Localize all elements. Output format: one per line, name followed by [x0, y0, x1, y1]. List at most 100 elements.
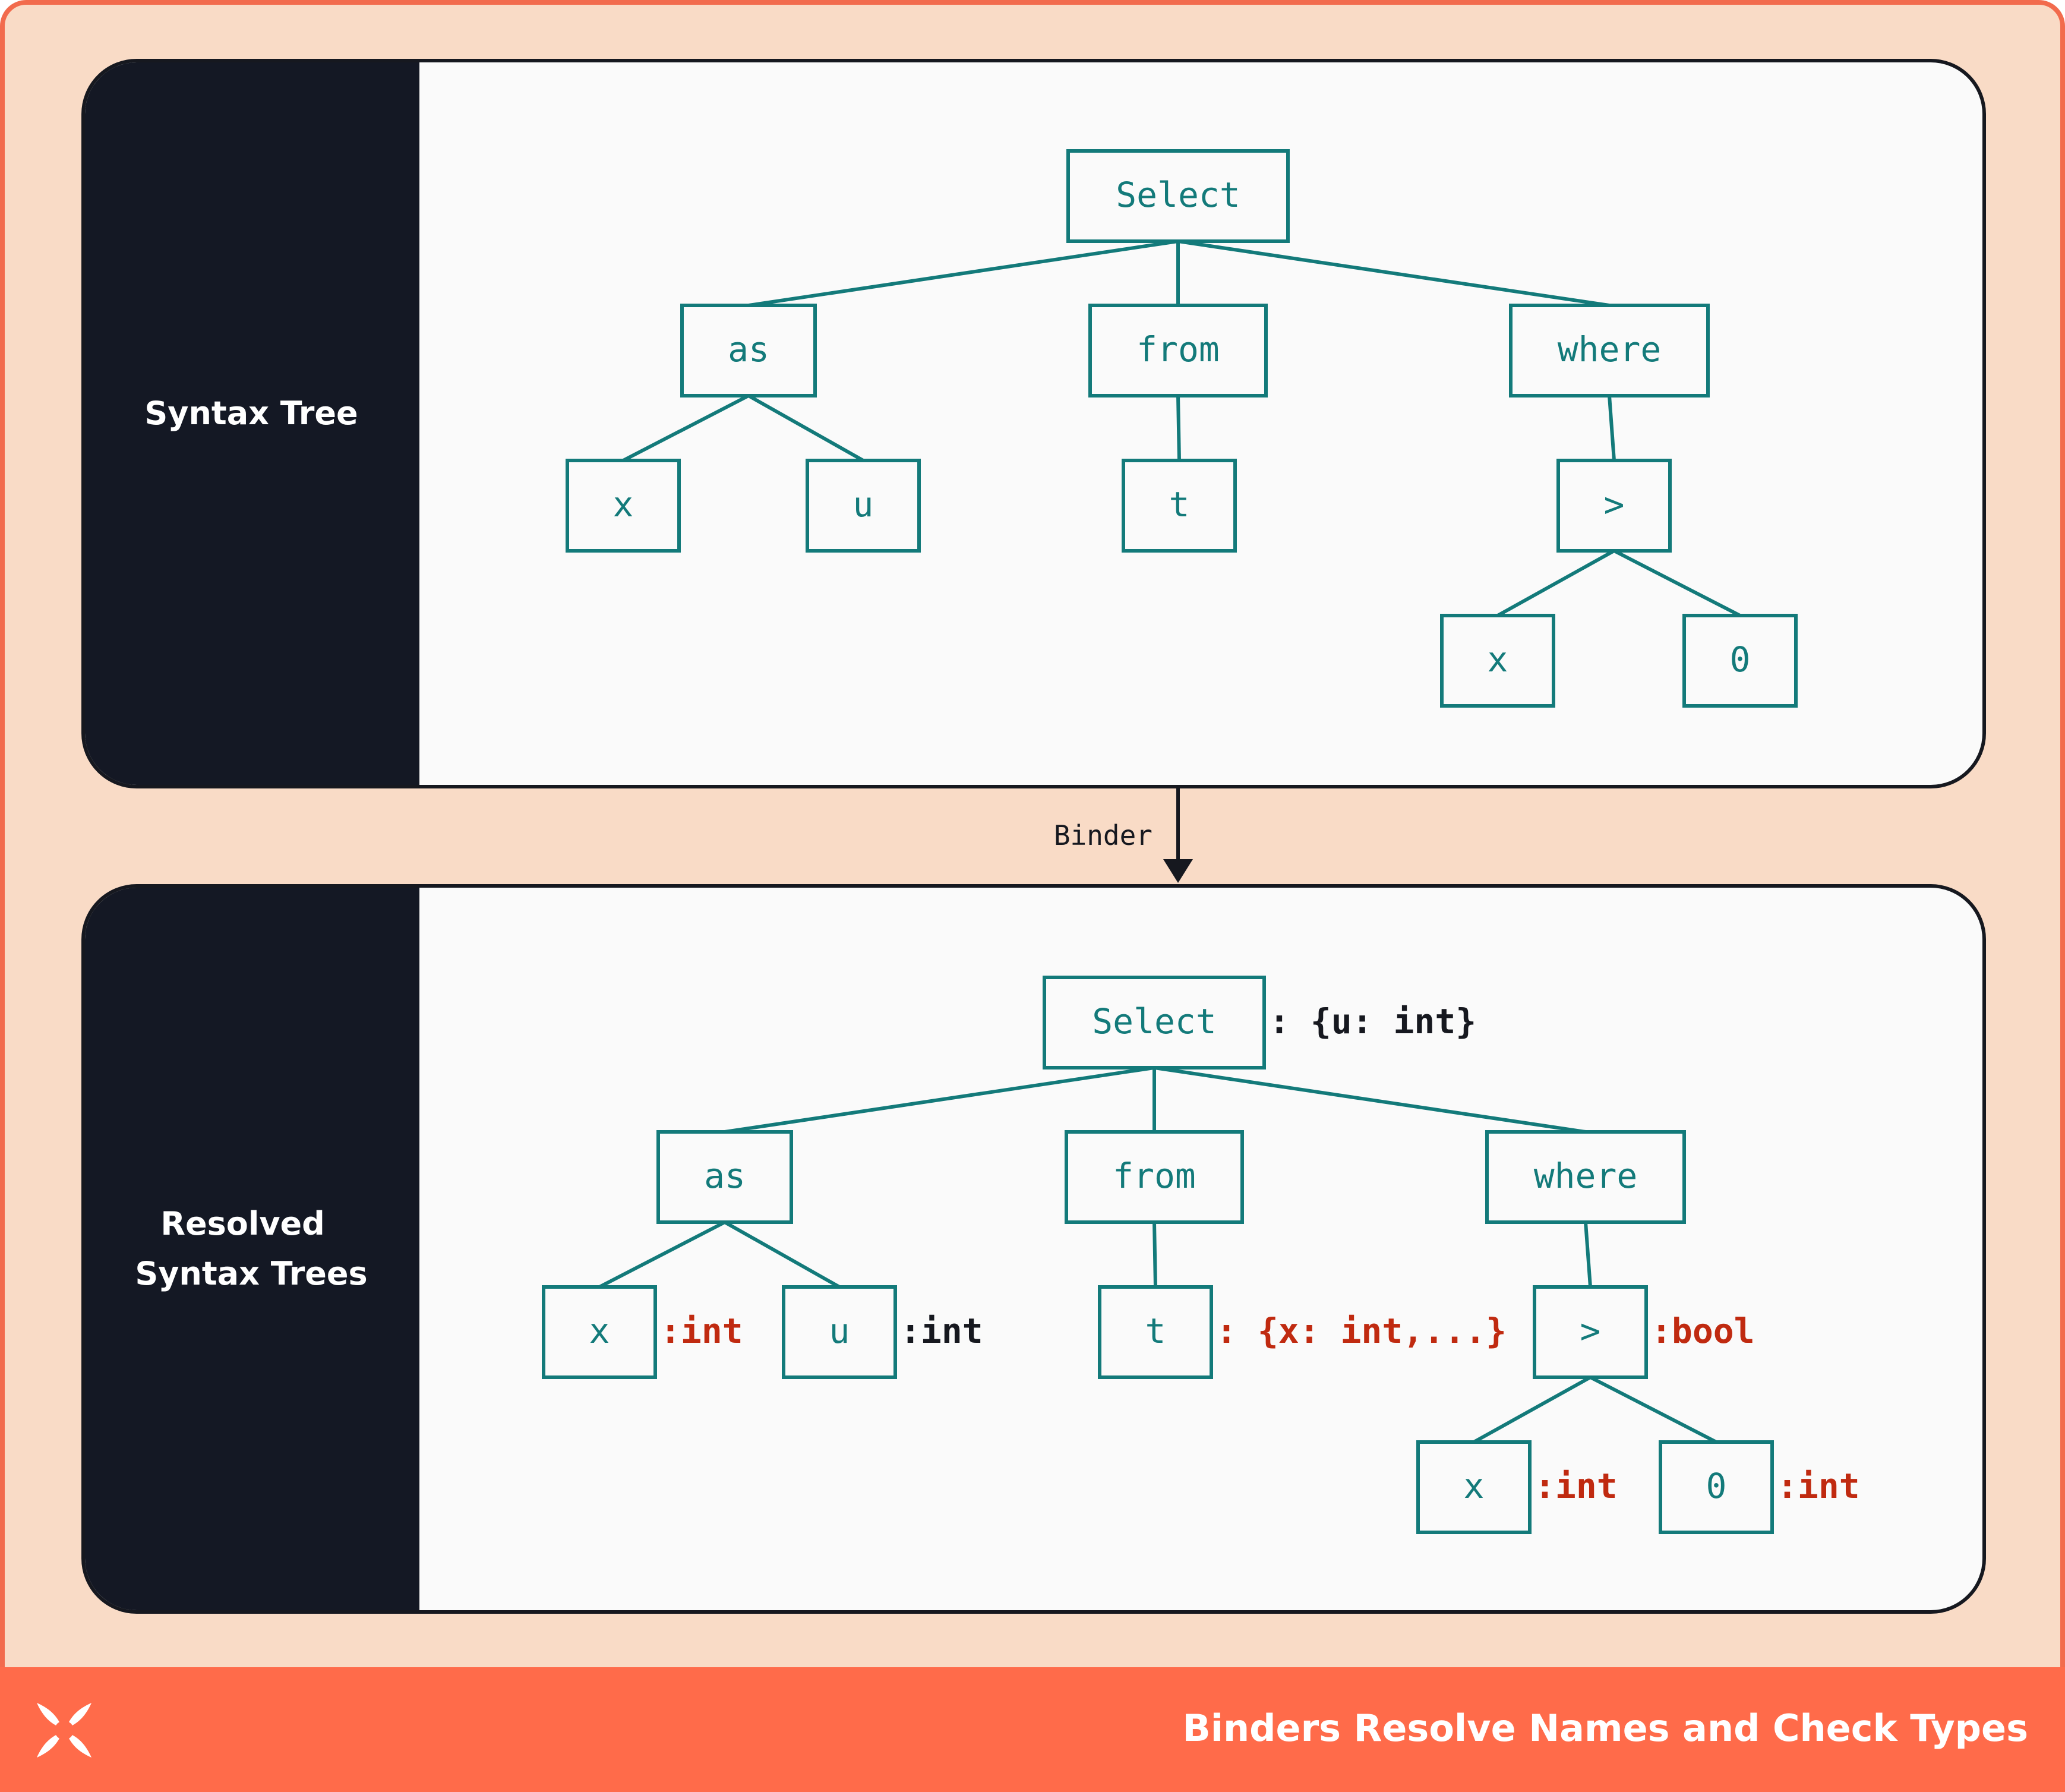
- tree-node-box: [782, 1285, 897, 1379]
- tree-edges: [622, 239, 1741, 617]
- tree-node-label: 0: [1730, 639, 1751, 680]
- type-annotation: :int: [660, 1311, 743, 1351]
- tree-edge: [1584, 1222, 1592, 1288]
- tree-node: as: [656, 1130, 793, 1224]
- tree-node: x :int: [542, 1285, 743, 1379]
- tree-node: 0: [1682, 614, 1798, 708]
- footer-bar-top-corner-fill: [0, 1667, 2065, 1691]
- panel-label: Resolved Syntax Trees: [135, 1205, 367, 1292]
- tree-edge: [748, 239, 1179, 307]
- tree-node: as: [680, 304, 817, 397]
- tree-node: from: [1065, 1130, 1244, 1224]
- panel-label-line: Syntax Tree: [144, 395, 358, 432]
- arrow-head: [1163, 859, 1193, 883]
- tree-node-box: [680, 304, 817, 397]
- binder-arrow: Binder: [1054, 787, 1193, 883]
- tree-edge: [747, 394, 864, 462]
- tree-edge: [1589, 1375, 1717, 1444]
- panel-frame: [81, 884, 1986, 1614]
- tree-node-label: x: [589, 1311, 610, 1351]
- panel-sidebar: [85, 888, 419, 1610]
- tree-node-box: [1509, 304, 1710, 397]
- tree-node-label: from: [1113, 1156, 1196, 1196]
- tree-node-box: [1682, 614, 1798, 708]
- tree-node: >: [1556, 459, 1672, 553]
- tree-node-box: [1066, 149, 1290, 243]
- tree-node-label: where: [1558, 329, 1662, 370]
- tree-node-label: 0: [1706, 1466, 1727, 1506]
- tree-node: 0 :int: [1659, 1440, 1860, 1534]
- tree-node: from: [1088, 304, 1268, 397]
- tree-node-label: t: [1169, 484, 1190, 525]
- tree-edge: [598, 1220, 726, 1289]
- tree-edge: [1608, 395, 1616, 461]
- logo-petal: [37, 1703, 64, 1730]
- tree-node-label: where: [1534, 1156, 1638, 1196]
- panel-label-line: Resolved: [160, 1205, 324, 1242]
- tree-node: where: [1485, 1130, 1686, 1224]
- tree-node: u: [806, 459, 921, 553]
- tree-node-box: [542, 1285, 657, 1379]
- tree-node-box: [1088, 304, 1268, 397]
- tree-node-box: [1485, 1130, 1686, 1224]
- tree-edges: [598, 1066, 1717, 1444]
- tree-node-label: x: [1488, 639, 1508, 680]
- tree-node: t : {x: int,...}: [1098, 1285, 1507, 1379]
- panel-frame: [81, 59, 1986, 788]
- logo-petal: [64, 1730, 91, 1758]
- tree-edge: [1177, 239, 1610, 307]
- tree-edge: [724, 1220, 841, 1289]
- tree-node: x: [566, 459, 681, 553]
- tree-node-box: [806, 459, 921, 553]
- tree-node: > :bool: [1533, 1285, 1755, 1379]
- tree-node-box: [656, 1130, 793, 1224]
- tree-node-label: >: [1580, 1311, 1601, 1351]
- tree-node-box: [566, 459, 681, 553]
- tree-node-box: [1659, 1440, 1774, 1534]
- tree-node: x: [1440, 614, 1555, 708]
- tree-node-label: x: [1464, 1466, 1485, 1506]
- tree-edge: [1496, 549, 1615, 617]
- tree-node: Select: {u: int}: [1043, 976, 1476, 1069]
- tree-node-box: [1065, 1130, 1244, 1224]
- tree-node-label: as: [704, 1156, 746, 1196]
- footer-title: Binders Resolve Names and Check Types: [1183, 1706, 2029, 1750]
- tree-node-label: t: [1145, 1311, 1166, 1351]
- tree-edge: [1176, 395, 1181, 461]
- panel-label: Syntax Tree: [144, 395, 358, 432]
- logo-petal: [37, 1730, 64, 1758]
- tree-node-box: [1043, 976, 1266, 1069]
- tree-node-box: [1122, 459, 1237, 553]
- type-annotation: : {x: int,...}: [1216, 1311, 1507, 1351]
- tree-node-label: from: [1136, 329, 1220, 370]
- type-annotation: :bool: [1651, 1311, 1755, 1351]
- arrow-label: Binder: [1054, 819, 1153, 851]
- type-annotation: :int: [1777, 1466, 1860, 1506]
- tree-node: x:int: [1416, 1440, 1618, 1534]
- tree-nodes: Select as from where x u t > x 0: [566, 149, 1798, 708]
- tree-node-label: u: [829, 1311, 850, 1351]
- tree-node: where: [1509, 304, 1710, 397]
- logo-center: [55, 1721, 74, 1740]
- tree-edge: [622, 394, 750, 462]
- tree-node: Select: [1066, 149, 1290, 243]
- tree-node-label: as: [728, 329, 769, 370]
- tree-node-label: u: [853, 484, 874, 525]
- tree-edge: [1613, 549, 1741, 617]
- logo-petal: [64, 1703, 91, 1730]
- tree-edge: [1154, 1066, 1586, 1134]
- panel-syntax-tree: Syntax Tree Select as from where x u t > x 0: [81, 59, 1986, 788]
- tree-node-label: Select: [1116, 175, 1240, 215]
- tree-node-label: Select: [1092, 1001, 1217, 1042]
- panel-sidebar: [85, 62, 419, 785]
- tree-edge: [724, 1066, 1155, 1134]
- tree-edge: [1153, 1222, 1157, 1288]
- tree-node-box: [1098, 1285, 1213, 1379]
- tree-node: u:int: [782, 1285, 983, 1379]
- tree-node-label: x: [613, 484, 634, 525]
- tree-node: t: [1122, 459, 1237, 553]
- dagster-logo-icon: [37, 1703, 91, 1758]
- tree-node-box: [1440, 614, 1555, 708]
